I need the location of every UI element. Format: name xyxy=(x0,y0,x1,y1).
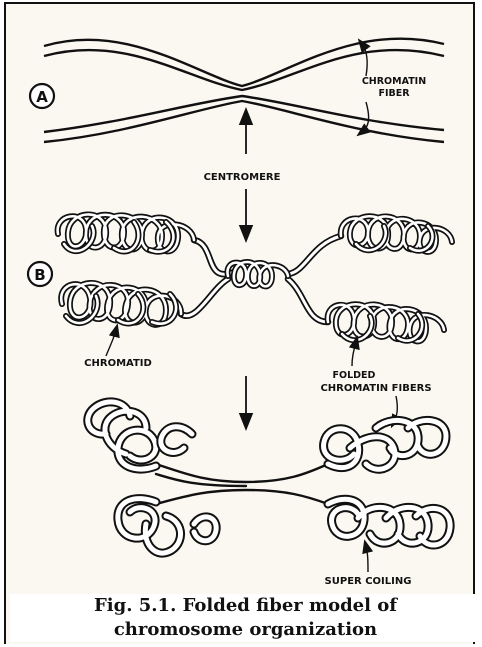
supercoiling-label-group: SUPER COILING xyxy=(325,546,412,587)
panel-b xyxy=(58,214,452,341)
chromatin-fiber-pointer-down xyxy=(362,102,369,132)
caption-line-2: chromosome organization xyxy=(10,618,481,642)
b-coil-upper-right xyxy=(341,216,452,252)
chromatin-fibers-label: CHROMATIN FIBERS xyxy=(320,383,431,394)
c-coil-lower-left xyxy=(118,499,216,553)
b-coil-center xyxy=(227,262,288,286)
b-coil-upper-left xyxy=(58,214,194,251)
chromatid-label: CHROMATID xyxy=(84,358,152,369)
c-fiber-top xyxy=(156,464,328,482)
marker-b-label: B xyxy=(34,266,45,284)
b-coil-lower-right xyxy=(328,304,444,341)
c-fiber-bottom xyxy=(156,490,328,504)
folded-pointer xyxy=(352,342,356,366)
figure-frame: A CHROMATIN FIBER CENTROMERE xyxy=(4,2,475,644)
chromatin-label: CHROMATIN xyxy=(362,76,426,87)
chromatin-fiber-label: CHROMATIN FIBER xyxy=(362,44,426,132)
figure-caption: Fig. 5.1. Folded fiber model of chromoso… xyxy=(10,594,481,642)
marker-b: B xyxy=(28,262,52,286)
chromatid-pointer xyxy=(106,330,116,356)
fiber-label: FIBER xyxy=(378,88,410,99)
caption-line-1: Fig. 5.1. Folded fiber model of xyxy=(10,594,481,618)
centromere-label: CENTROMERE xyxy=(204,172,281,183)
b-coil-lower-left xyxy=(61,283,181,325)
chromatin-fiber-pointer-up xyxy=(362,44,367,76)
folded-fibers-label-group: FOLDED CHROMATIN FIBERS xyxy=(320,342,431,422)
marker-a: A xyxy=(30,84,54,108)
chromosome-diagram: A CHROMATIN FIBER CENTROMERE xyxy=(6,4,477,594)
marker-a-label: A xyxy=(36,88,48,106)
supercoiling-label: SUPER COILING xyxy=(325,576,412,587)
panel-c xyxy=(88,402,450,553)
folded-label: FOLDED xyxy=(333,370,376,381)
chromatid-label-group: CHROMATID xyxy=(84,330,152,369)
supercoiling-pointer xyxy=(366,546,368,572)
